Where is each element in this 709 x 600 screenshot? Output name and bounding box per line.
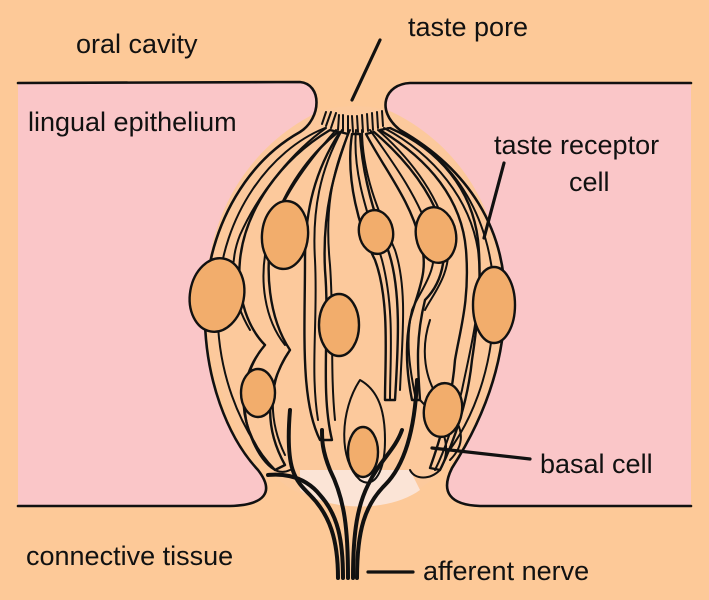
lingual-epithelium-left [18,82,317,506]
lingual-epithelium-right [385,83,691,506]
nucleus-7 [239,367,277,419]
nucleus-9 [346,425,380,479]
cell-membrane-7 [369,129,435,396]
leader-taste-receptor-cell [482,161,506,240]
nucleus-4 [414,206,458,264]
nucleus-5 [317,292,361,358]
nucleus-1 [188,257,246,333]
microvilli [321,110,384,133]
label-oral-cavity: oral cavity [76,29,198,59]
label-taste-receptor-cell-line2: cell [569,167,610,197]
afferent-nerve-fibers [266,378,419,580]
leader-basal-cell [430,446,532,461]
cell-membrane-6 [361,129,405,391]
label-connective-tissue: connective tissue [26,541,233,571]
label-basal-cell: basal cell [540,449,653,479]
nuclei [188,199,517,479]
nucleus-6 [471,265,517,345]
cell-membrane-12 [343,379,386,484]
nucleus-3 [357,208,395,256]
label-taste-receptor-cell-line1: taste receptor [494,130,659,160]
cell-membrane-3 [313,129,343,421]
cell-membrane-4 [327,129,351,421]
label-lingual-epithelium: lingual epithelium [28,107,237,137]
label-taste-pore: taste pore [408,12,528,42]
nucleus-8 [422,381,464,439]
cell-membrane-5 [354,129,392,401]
nucleus-2 [260,199,310,271]
label-afferent-nerve: afferent nerve [423,556,589,586]
leader-taste-pore [350,38,382,102]
